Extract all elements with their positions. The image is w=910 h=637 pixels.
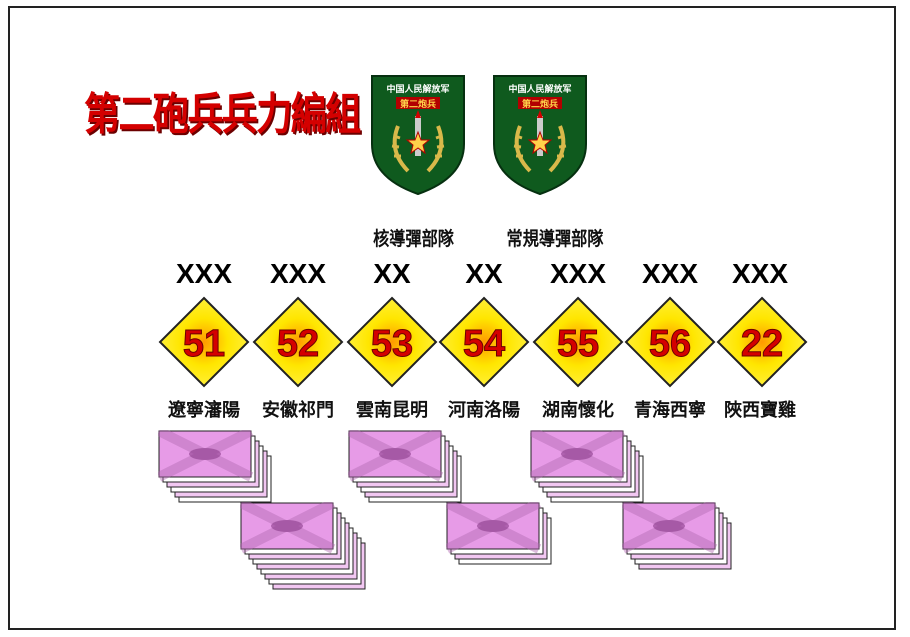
base-number: 54 xyxy=(463,323,505,365)
base-22-echelon: XXX xyxy=(731,258,789,289)
page-title: 第二砲兵兵力編組 xyxy=(84,89,361,140)
base-52-echelon: XXX xyxy=(269,258,327,289)
badge-top-text: 中国人民解放军 xyxy=(386,83,449,95)
unit-stack-53 xyxy=(348,430,462,503)
base-55-location: 湖南懷化 xyxy=(542,400,614,421)
unit-stack-55 xyxy=(530,430,644,503)
base-number: 53 xyxy=(371,323,413,365)
base-53-diamond: 53 xyxy=(346,296,438,388)
base-55-diamond: 55 xyxy=(532,296,624,388)
base-number: 55 xyxy=(557,323,599,365)
unit-card-center xyxy=(271,520,303,532)
base-53-location: 雲南昆明 xyxy=(356,400,428,421)
unit-stack-54 xyxy=(446,502,552,565)
base-52-location: 安徽祁門 xyxy=(262,400,334,421)
unit-card-center xyxy=(653,520,685,532)
conventional-missile-force-label: 常規導彈部隊 xyxy=(506,228,604,250)
base-54-diamond: 54 xyxy=(438,296,530,388)
base-number: 22 xyxy=(741,323,783,365)
unit-card-center xyxy=(561,448,593,460)
base-number: 52 xyxy=(277,323,319,365)
base-53-echelon: XX xyxy=(373,258,411,289)
base-number: 51 xyxy=(183,323,225,365)
unit-card-center xyxy=(379,448,411,460)
base-51-diamond: 51 xyxy=(158,296,250,388)
base-51-location: 遼寧瀋陽 xyxy=(168,400,240,421)
badge-top-text: 中国人民解放军 xyxy=(508,83,571,95)
badge-sub-text: 第二炮兵 xyxy=(522,98,558,110)
base-55-echelon: XXX xyxy=(549,258,607,289)
base-22-diamond: 22 xyxy=(716,296,808,388)
base-56-echelon: XXX xyxy=(641,258,699,289)
base-51-echelon: XXX xyxy=(175,258,233,289)
unit-stack-56 xyxy=(622,502,732,570)
base-56-location: 青海西寧 xyxy=(634,400,706,421)
base-54-location: 河南洛陽 xyxy=(448,400,520,421)
base-54-echelon: XX xyxy=(465,258,503,289)
badge-sub-text: 第二炮兵 xyxy=(400,98,436,110)
base-56-diamond: 56 xyxy=(624,296,716,388)
unit-card-center xyxy=(189,448,221,460)
base-52-diamond: 52 xyxy=(252,296,344,388)
conventional-missile-force-badge: 中国人民解放军 第二炮兵 xyxy=(493,75,587,196)
base-number: 56 xyxy=(649,323,691,365)
base-22-location: 陜西寶雞 xyxy=(724,400,796,421)
nuclear-missile-force-badge: 中国人民解放军 第二炮兵 xyxy=(371,75,465,196)
unit-card-center xyxy=(477,520,509,532)
unit-stack-51 xyxy=(158,430,272,503)
unit-stack-52 xyxy=(240,502,366,590)
nuclear-missile-force-label: 核導彈部隊 xyxy=(373,228,454,250)
